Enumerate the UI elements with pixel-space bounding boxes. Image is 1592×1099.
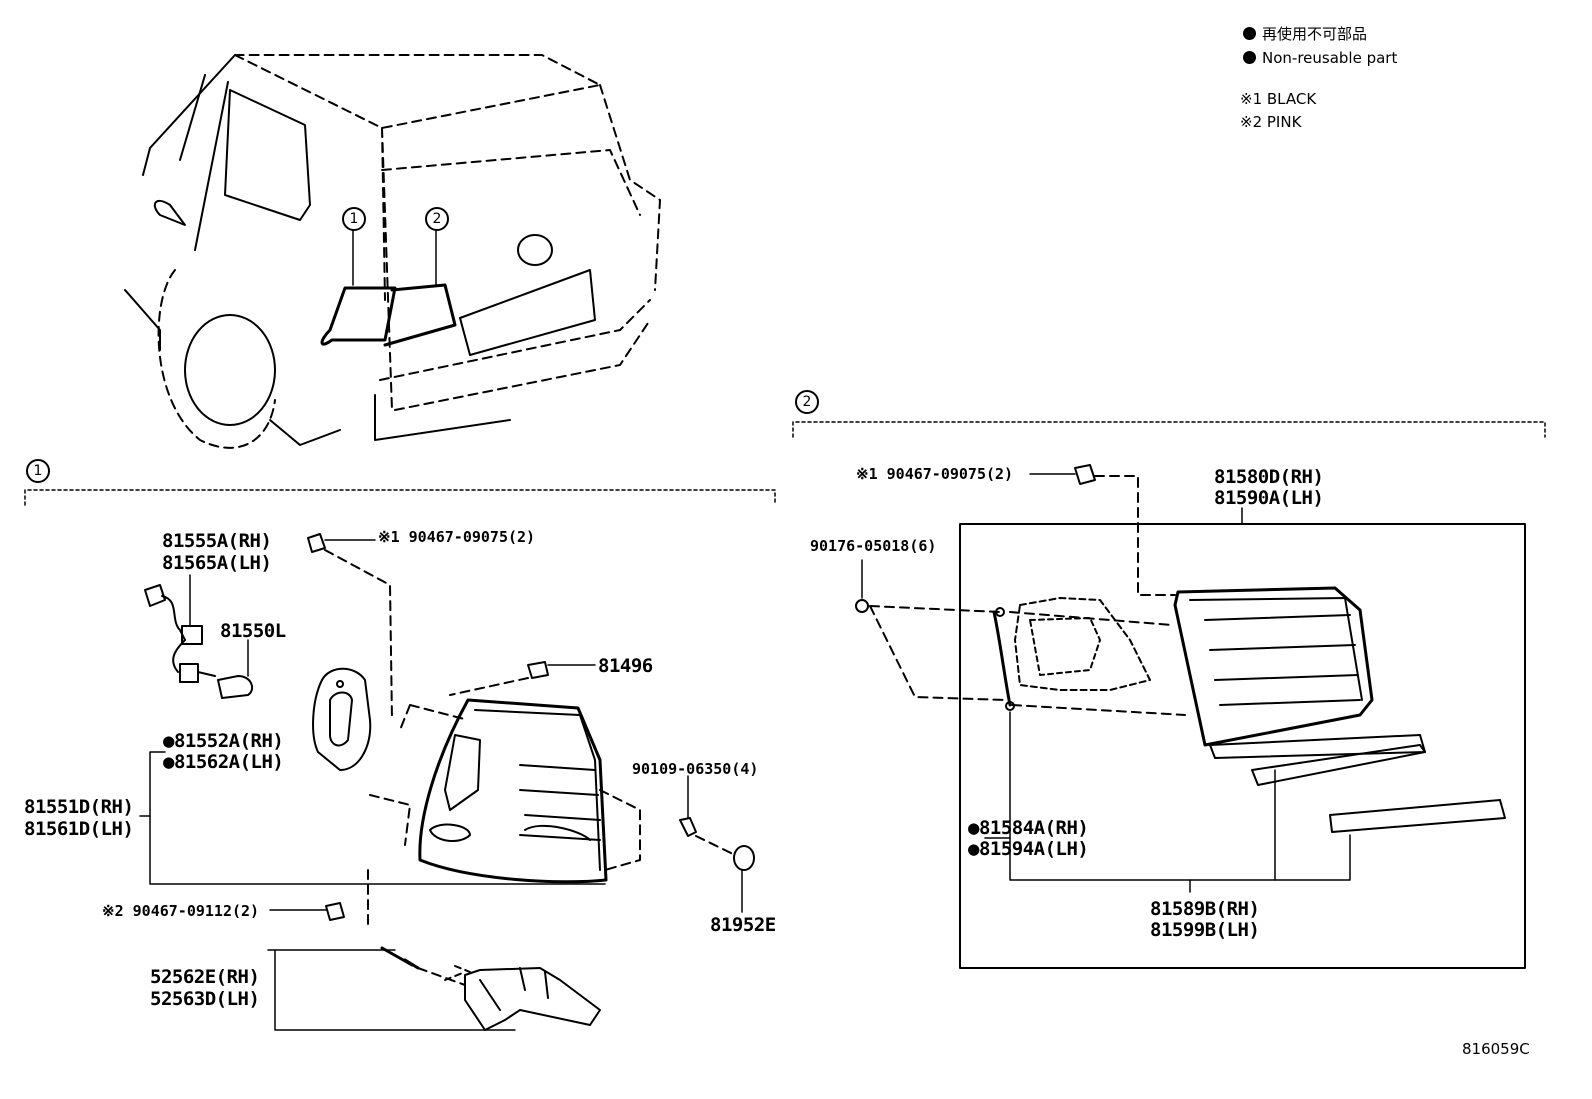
section-2-marker: 2 (795, 390, 819, 414)
sec2-gasket-illustration (992, 610, 1012, 707)
section-1-marker: 1 (26, 459, 50, 483)
clip-bottom-label: ※2 90467-09112(2) (102, 902, 260, 920)
lamp-rh-label: 81551D(RH) (24, 796, 134, 818)
lamp-lh-label: 81561D(LH) (24, 818, 134, 840)
bolt-label: 90109-06350(4) (632, 760, 759, 778)
sec2-trim-illustration (1329, 799, 1506, 833)
socket-wire-assembly (144, 584, 216, 683)
legend-non-reusable-jp: 再使用不可部品 (1243, 25, 1367, 43)
legend-jp-text: 再使用不可部品 (1262, 25, 1368, 43)
bulb-label: 81550L (220, 620, 286, 642)
sec2-lamp-rh-label: 81580D(RH) (1214, 466, 1324, 488)
non-reusable-dot-icon (1243, 27, 1256, 40)
figure-code: 816059C (1462, 1040, 1530, 1058)
vehicle-callout-2: 2 (425, 207, 449, 231)
sec2-gasket-lh-label: ●81594A(LH) (968, 838, 1089, 860)
tail-lamp-illustration (418, 698, 608, 884)
vehicle-callout-1: 1 (342, 207, 366, 231)
legend-note-1: ※1 BLACK (1240, 90, 1317, 108)
sec2-clip-top-label: ※1 90467-09075(2) (856, 465, 1014, 483)
cover-label: 81952E (710, 914, 776, 936)
bracket-rh-label: 52562E(RH) (150, 966, 260, 988)
legend-note-2: ※2 PINK (1240, 113, 1302, 131)
legend-non-reusable-en: Non-reusable part (1243, 49, 1397, 67)
non-reusable-dot-icon (1243, 51, 1256, 64)
sec2-lamp-lh-label: 81590A(LH) (1214, 487, 1324, 509)
gasket-illustration (312, 667, 372, 771)
sec2-screw-label: 90176-05018(6) (810, 537, 937, 555)
vehicle-rear-illustration (124, 54, 661, 449)
nut-label: 81496 (598, 655, 653, 677)
socket-rh-label: 81555A(RH) (162, 530, 272, 552)
sec2-lamp-illustration (1173, 586, 1426, 759)
legend-en-text: Non-reusable part (1262, 49, 1398, 67)
bulb-illustration (217, 639, 254, 699)
lamp-bracket-illustration (380, 946, 601, 1031)
sec2-gasket-rh-label: ●81584A(RH) (968, 817, 1089, 839)
bracket-lh-label: 52563D(LH) (150, 988, 260, 1010)
sec2-sub-lh-label: 81599B(LH) (1150, 919, 1260, 941)
clip-top-label: ※1 90467-09075(2) (378, 528, 536, 546)
gasket-lh-label: ●81562A(LH) (163, 751, 284, 773)
sec2-strip-illustration (1251, 744, 1426, 786)
socket-lh-label: 81565A(LH) (162, 552, 272, 574)
sec2-sub-rh-label: 81589B(RH) (1150, 898, 1260, 920)
gasket-rh-label: ●81552A(RH) (163, 730, 284, 752)
